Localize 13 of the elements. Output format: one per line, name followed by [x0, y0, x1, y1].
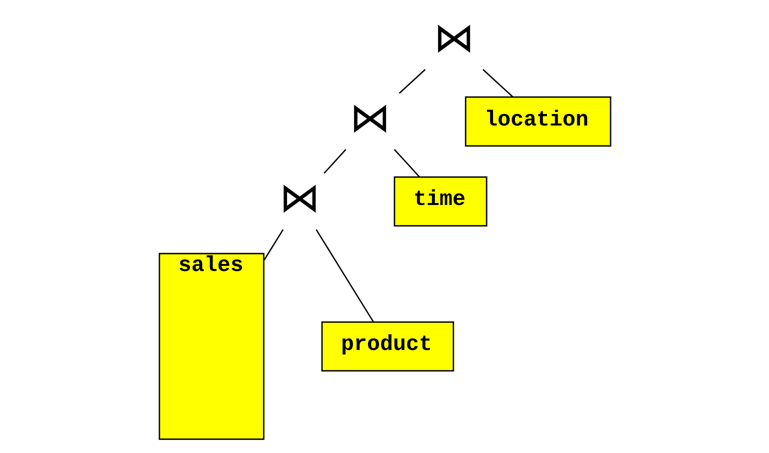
connector: [398, 69, 426, 94]
node-text: ⋈: [433, 14, 474, 62]
connector: [482, 69, 513, 98]
node-box: time: [393, 176, 487, 226]
node-text: ⋈: [278, 174, 320, 222]
node-box: product: [320, 321, 454, 372]
connector: [263, 229, 284, 261]
connector: [393, 148, 420, 178]
node-box: location: [464, 96, 611, 147]
node-text: ⋈: [349, 94, 390, 142]
connector: [315, 229, 374, 322]
node-box: sales: [158, 252, 264, 440]
connector: [323, 148, 346, 174]
